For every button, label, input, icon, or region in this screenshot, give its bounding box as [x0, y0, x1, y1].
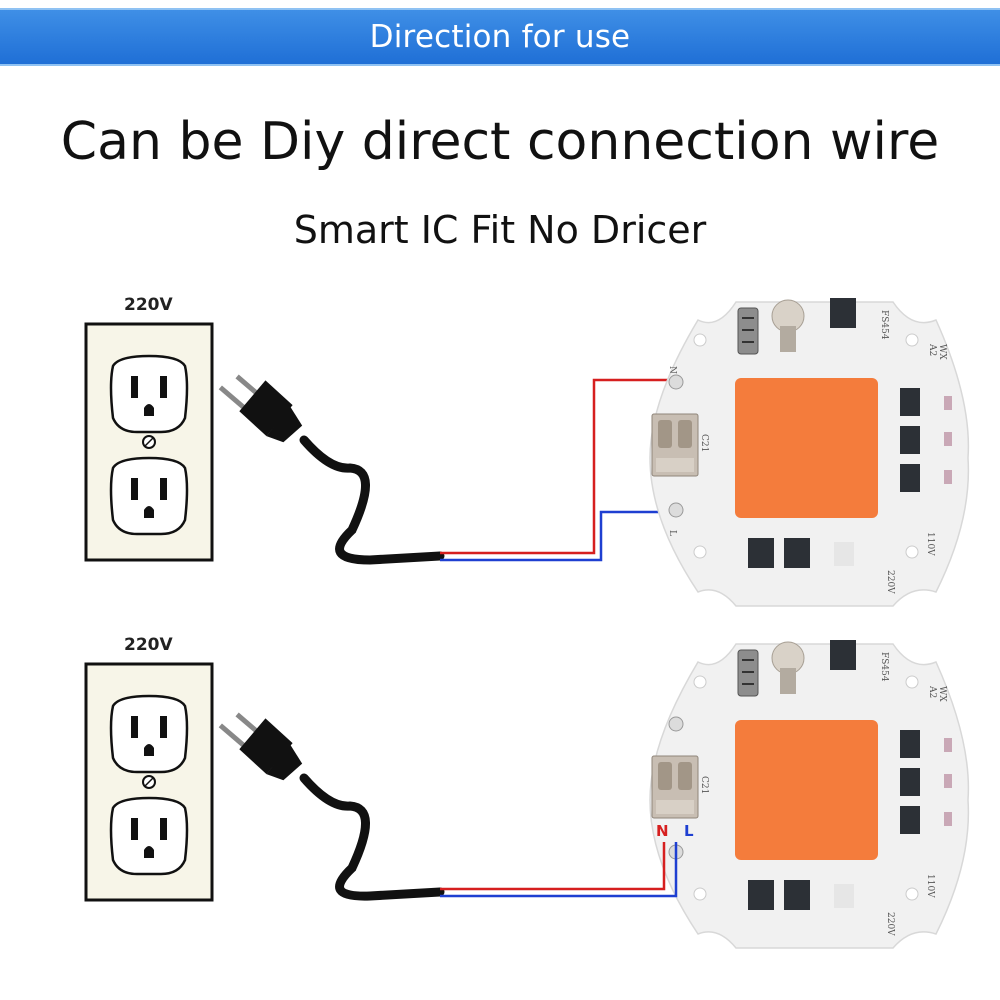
chip-code: FS454 [879, 652, 889, 682]
mark-a: A2 [927, 685, 937, 698]
wall-outlet [84, 322, 214, 562]
power-plug [210, 705, 312, 785]
connector-code: C21 [699, 434, 709, 452]
power-cord [299, 773, 445, 901]
terminal-n-label: N [656, 822, 669, 840]
voltage-label: 220V [124, 295, 173, 315]
pcb-labels: FS454 A2 WX 110V 220V C21 [699, 652, 947, 936]
led-cob-board [649, 297, 970, 607]
terminal-n-label: N [667, 366, 677, 374]
wires [440, 842, 678, 898]
header-banner: Direction for use [0, 8, 1000, 66]
connector-code: C21 [699, 776, 709, 794]
v110-label: 110V [925, 532, 935, 556]
banner-title: Direction for use [369, 19, 631, 55]
v220-label: 220V [885, 912, 895, 936]
v110-label: 110V [925, 874, 935, 898]
voltage-label: 220V [124, 635, 173, 655]
mark-a: A2 [927, 343, 937, 356]
mark-b: WX [937, 686, 947, 702]
pcb-labels: FS454 A2 WX 110V 220V C21 N L [667, 310, 947, 594]
v220-label: 220V [885, 570, 895, 594]
wall-outlet [84, 662, 214, 902]
subtitle: Smart IC Fit No Dricer [293, 208, 707, 252]
led-cob-board [649, 639, 970, 949]
terminal-l-label: L [667, 530, 677, 536]
terminal-l-label: L [684, 822, 694, 840]
chip-code: FS454 [879, 310, 889, 340]
power-plug [210, 367, 312, 447]
power-cord [299, 435, 445, 565]
main-title: Can be Diy direct connection wire [60, 112, 940, 172]
wires [438, 378, 678, 562]
panel-top: 220V FS454 A2 WX 110V 220V C21 N L [84, 295, 970, 607]
panel-bottom: 220V N L FS454 A2 WX 110V 220V C21 [84, 635, 970, 949]
mark-b: WX [937, 344, 947, 360]
